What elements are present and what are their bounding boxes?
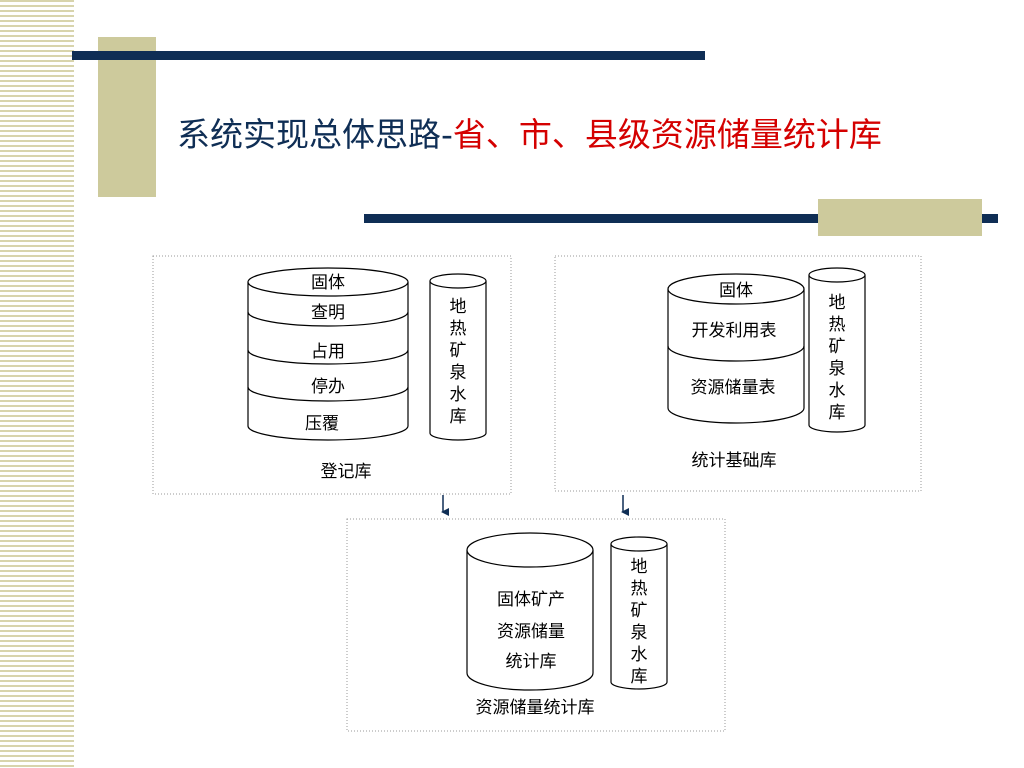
reserve-geo-top [610, 536, 668, 552]
stats-geo-char-1: 地 [829, 293, 846, 313]
stats-geo-char-2: 热 [829, 315, 846, 335]
register-layer-3: 占用 [311, 342, 345, 362]
register-geo-char-6: 库 [450, 407, 467, 427]
register-cylinder-body [247, 282, 409, 441]
decorative-bar-middle [364, 214, 998, 223]
reserve-line-1: 固体矿产 [497, 590, 565, 610]
reserve-geo-char-4: 泉 [631, 623, 648, 643]
reserve-stats-db-label: 资源储量统计库 [476, 698, 595, 718]
reserve-geo-char-6: 库 [631, 667, 648, 687]
register-layer-1: 固体 [311, 273, 345, 293]
stats-cylinder-body [667, 289, 805, 424]
reserve-geo-char-2: 热 [631, 579, 648, 599]
reserve-geo-char-3: 矿 [631, 601, 648, 621]
register-geo-cylinder [429, 273, 487, 441]
reserve-line-2: 资源储量 [497, 622, 565, 642]
register-layer-divider-1 [247, 311, 409, 327]
register-db-group: 固体 查明 占用 停办 压覆 地 热 矿 泉 水 库 登记库 [152, 255, 512, 495]
stats-base-db-label: 统计基础库 [692, 451, 777, 471]
register-geo-char-2: 热 [450, 319, 467, 339]
register-layer-5: 压覆 [305, 414, 339, 434]
stats-base-db-group: 固体 开发利用表 资源储量表 地 热 矿 泉 水 库 统计基础库 [554, 255, 922, 492]
stats-geo-char-4: 泉 [829, 359, 846, 379]
register-geo-char-3: 矿 [450, 341, 467, 361]
register-layer-4: 停办 [311, 377, 345, 397]
decorative-bar-top [72, 51, 705, 60]
decorative-block-right [818, 199, 982, 236]
slide-title-sub: 省、市、县级资源储量统计库 [452, 115, 882, 154]
register-db-cylinder [247, 267, 409, 441]
stats-base-db-cylinder [667, 273, 805, 424]
stats-geo-char-5: 水 [829, 381, 846, 401]
register-geo-char-1: 地 [450, 297, 467, 317]
stats-geo-cylinder [808, 267, 866, 433]
stats-geo-top [808, 267, 866, 283]
reserve-cylinder-top [466, 532, 594, 568]
register-db-label: 登记库 [321, 462, 372, 482]
register-geo-body [429, 281, 487, 441]
register-layer-divider-3 [247, 386, 409, 402]
decorative-block-top [98, 37, 156, 197]
stats-layer-3: 资源储量表 [691, 378, 776, 398]
stats-layer-1: 固体 [719, 281, 753, 301]
register-geo-top [429, 273, 487, 289]
reserve-geo-char-5: 水 [631, 645, 648, 665]
register-layer-2: 查明 [311, 303, 345, 323]
register-layer-divider-2 [247, 349, 409, 365]
reserve-stats-db-cylinder [466, 532, 594, 691]
stats-base-db-frame [554, 255, 922, 492]
stats-geo-char-6: 库 [829, 403, 846, 423]
stats-layer-divider [667, 345, 805, 362]
reserve-geo-body [610, 544, 668, 690]
reserve-geo-cylinder [610, 536, 668, 690]
stats-geo-char-3: 矿 [829, 337, 846, 357]
register-geo-char-4: 泉 [450, 363, 467, 383]
register-cylinder-top [247, 267, 409, 297]
stats-cylinder-top [667, 273, 805, 305]
slide-title-main: 系统实现总体思路- [177, 115, 453, 154]
reserve-stats-db-group: 固体矿产 资源储量 统计库 地 热 矿 泉 水 库 资源储量统计库 [346, 518, 726, 732]
reserve-stats-db-frame [346, 518, 726, 732]
stats-geo-body [808, 275, 866, 433]
register-db-frame [152, 255, 512, 495]
reserve-line-3: 统计库 [506, 652, 557, 672]
slide-title: 系统实现总体思路-省、市、县级资源储量统计库 [177, 108, 882, 156]
register-geo-char-5: 水 [450, 385, 467, 405]
reserve-geo-char-1: 地 [631, 557, 648, 577]
stats-layer-2: 开发利用表 [692, 321, 777, 341]
decorative-stripe [0, 0, 74, 768]
reserve-cylinder-body [466, 550, 594, 691]
